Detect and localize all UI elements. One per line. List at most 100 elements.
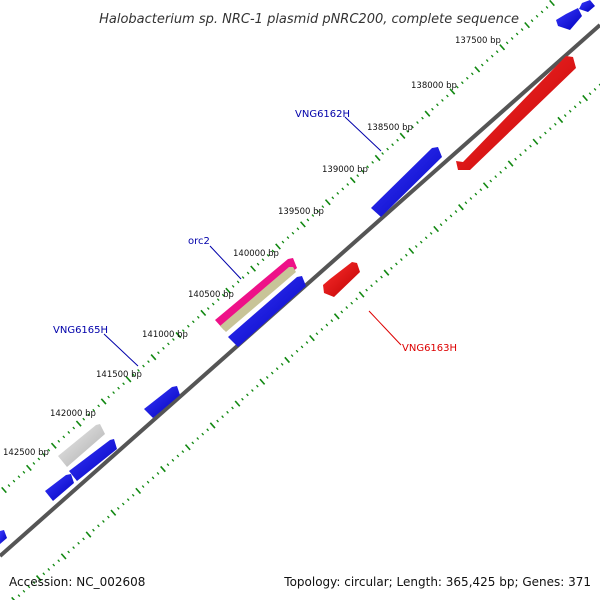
gene-labels: VNG6162H orc2 VNG6165H VNG6163H: [53, 109, 457, 354]
minor-tick: [172, 338, 175, 341]
minor-tick: [330, 319, 334, 323]
minor-tick: [166, 463, 170, 467]
tick-label: 137500 bp: [455, 36, 501, 46]
minor-tick: [132, 373, 135, 377]
leader-line-VNG6162H: [344, 116, 382, 152]
major-tick: [209, 422, 216, 429]
minor-tick: [162, 346, 165, 350]
minor-tick: [524, 149, 527, 152]
minor-tick: [514, 157, 517, 161]
gene-label-VNG6162H[interactable]: VNG6162H: [295, 109, 350, 120]
gene-arrow-red[interactable]: [456, 56, 576, 170]
major-tick: [75, 420, 82, 427]
minor-tick: [414, 245, 418, 248]
minor-tick: [251, 389, 254, 392]
minor-tick: [306, 218, 310, 222]
minor-tick: [236, 280, 240, 284]
minor-tick: [386, 147, 389, 151]
minor-tick: [479, 188, 483, 192]
minor-tick: [291, 231, 295, 235]
gene-label-VNG6163H[interactable]: VNG6163H: [402, 343, 457, 354]
minor-tick: [171, 458, 175, 462]
minor-tick: [32, 581, 36, 584]
minor-tick: [300, 345, 304, 349]
major-tick: [11, 596, 16, 600]
minor-tick: [598, 83, 600, 86]
major-tick: [85, 531, 92, 538]
tick-label: 140500 bp: [188, 290, 234, 300]
gene-label-VNG6165H[interactable]: VNG6165H: [53, 325, 108, 336]
gene-arrow-blue[interactable]: [579, 0, 595, 12]
minor-tick: [126, 498, 130, 502]
minor-tick: [241, 276, 245, 279]
minor-tick: [17, 475, 21, 479]
orc2-inner-band: [220, 267, 296, 332]
minor-tick: [365, 288, 368, 292]
minor-tick: [489, 179, 493, 183]
minor-tick: [196, 315, 200, 319]
gene-arrow-blue[interactable]: [228, 276, 306, 347]
minor-tick: [499, 170, 503, 174]
minor-tick: [346, 183, 350, 186]
minor-tick: [142, 364, 145, 368]
gene-arrow-VNG6163H[interactable]: [323, 262, 360, 297]
gene-arrow-VNG6162H[interactable]: [371, 147, 442, 217]
minor-tick: [390, 266, 393, 270]
minor-tick: [122, 382, 125, 386]
gene-arrow-blue[interactable]: [45, 474, 74, 501]
minor-tick: [340, 310, 344, 314]
minor-tick: [261, 258, 265, 262]
major-tick: [499, 44, 506, 51]
minor-tick: [117, 386, 120, 390]
minor-tick: [102, 520, 105, 523]
minor-tick: [439, 223, 443, 227]
gene-arrow-blue[interactable]: [0, 530, 7, 544]
major-tick: [1, 486, 7, 494]
minor-tick: [97, 524, 100, 528]
minor-tick: [196, 437, 200, 440]
minor-tick: [436, 103, 439, 107]
minor-tick: [12, 479, 16, 483]
minor-tick: [345, 306, 349, 309]
minor-tick: [370, 284, 373, 288]
minor-tick: [32, 462, 36, 465]
minor-tick: [593, 87, 597, 91]
minor-tick: [280, 362, 284, 366]
minor-tick: [156, 472, 160, 475]
minor-tick: [167, 342, 170, 346]
minor-tick: [470, 72, 474, 76]
gene-orc2[interactable]: [215, 258, 297, 332]
gene-label-orc2[interactable]: orc2: [188, 236, 210, 247]
minor-tick: [92, 408, 96, 412]
orc2-outer-band: [215, 258, 297, 330]
minor-tick: [296, 227, 300, 231]
minor-tick: [544, 131, 547, 135]
major-tick: [474, 66, 481, 73]
minor-tick: [137, 369, 140, 372]
major-tick: [482, 182, 489, 189]
gene-arrow-blue[interactable]: [69, 439, 117, 481]
minor-tick: [290, 354, 294, 357]
gene-arrow-blue[interactable]: [556, 8, 582, 30]
minor-tick: [226, 410, 229, 414]
minor-tick: [421, 116, 424, 120]
minor-tick: [331, 196, 335, 200]
major-tick: [200, 309, 207, 317]
minor-tick: [573, 105, 577, 109]
minor-tick: [141, 485, 145, 488]
minor-tick: [265, 376, 269, 379]
major-tick: [383, 269, 390, 276]
gene-arrow-gray[interactable]: [58, 424, 105, 467]
major-tick: [259, 378, 266, 385]
minor-tick: [563, 114, 567, 117]
major-tick: [309, 334, 315, 342]
major-tick: [135, 487, 142, 495]
minor-tick: [275, 367, 279, 371]
gene-arrow-VNG6165H[interactable]: [144, 386, 180, 418]
minor-tick: [416, 121, 419, 124]
minor-tick: [42, 572, 46, 576]
minor-tick: [316, 209, 320, 213]
minor-tick: [510, 37, 514, 40]
major-tick: [507, 160, 514, 167]
minor-tick: [72, 546, 75, 550]
